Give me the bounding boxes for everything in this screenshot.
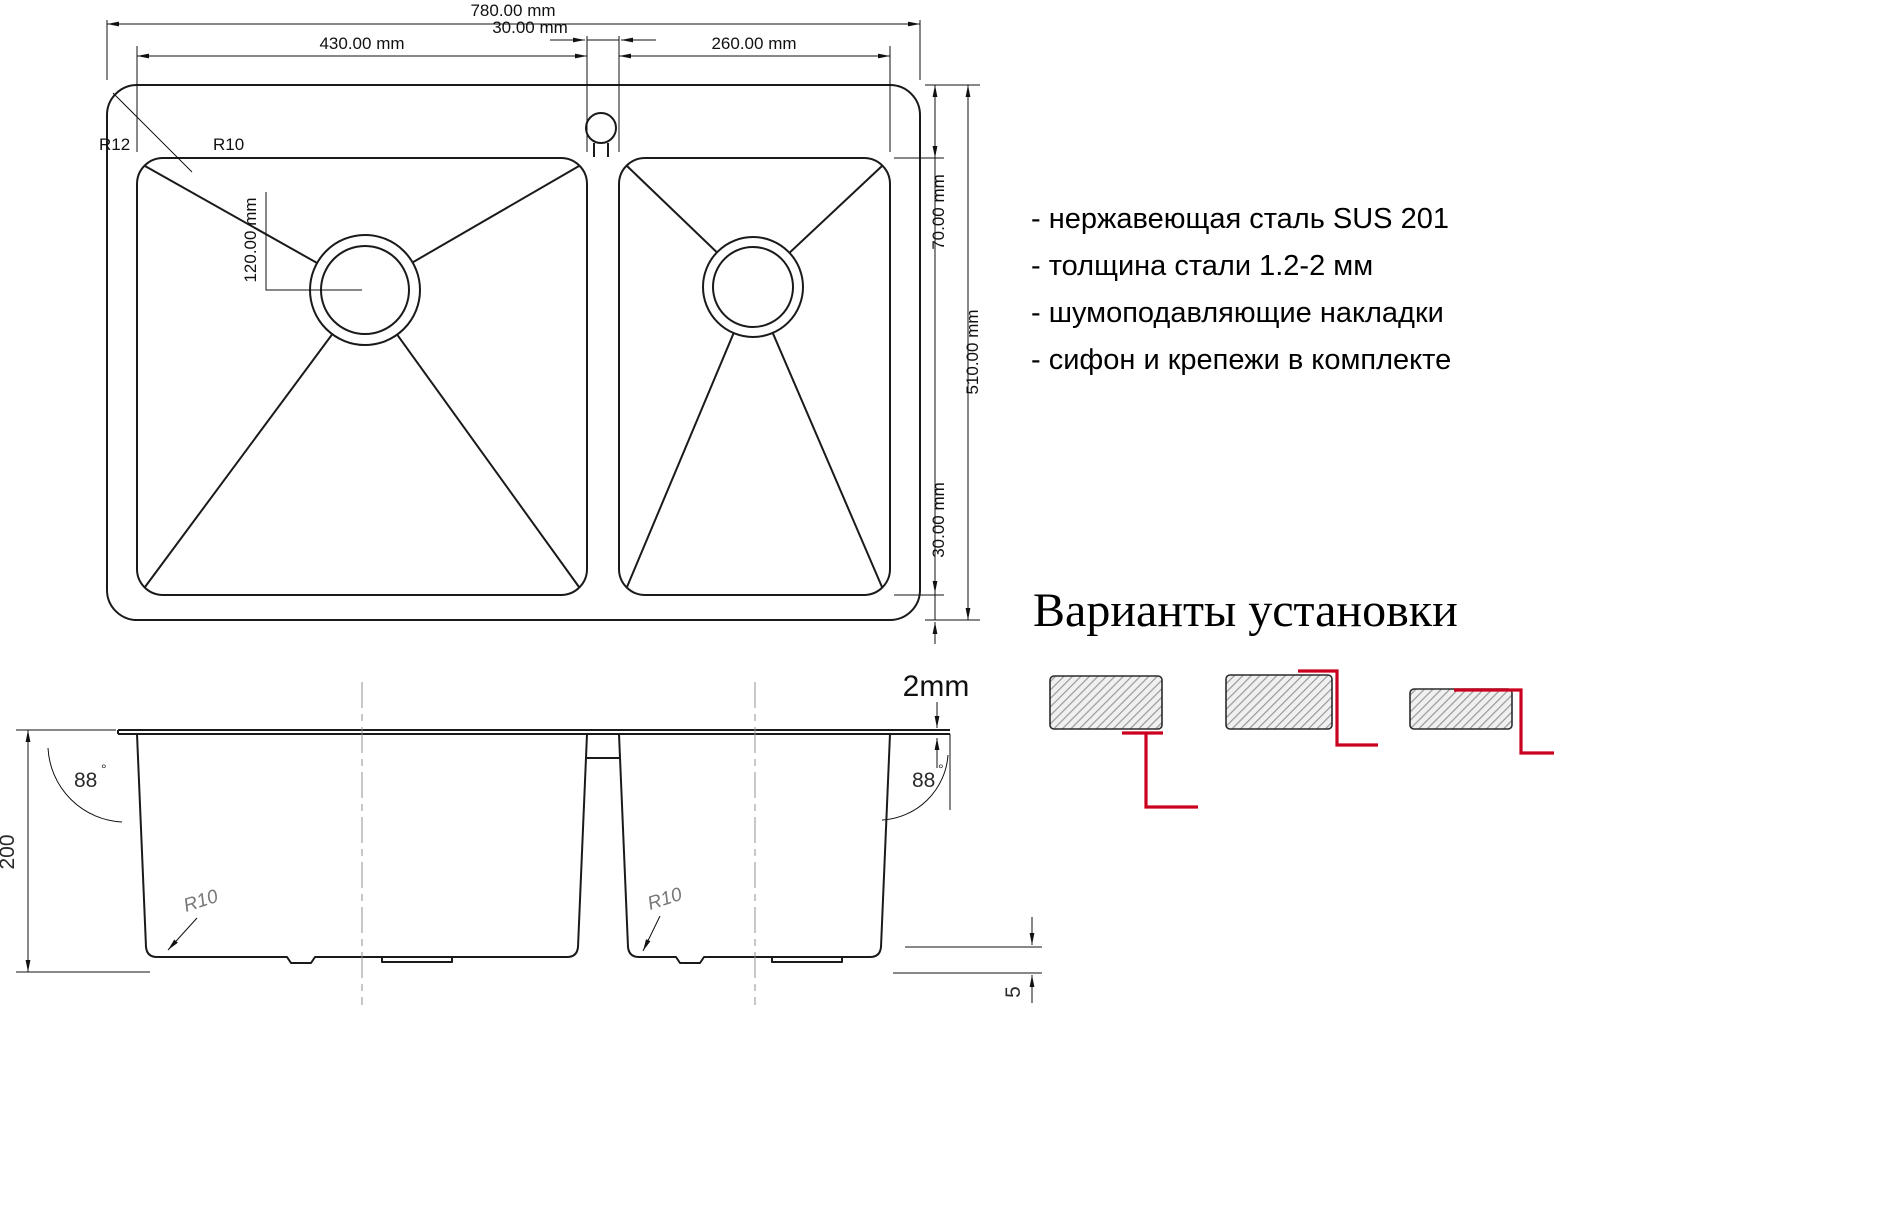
installation-heading: Варианты установки [1033, 584, 1458, 637]
sink-outline [106, 84, 921, 621]
dim-bottom-margin-label: 30.00 mm [929, 482, 948, 558]
dimension-right-bowl-width: 260.00 mm [619, 34, 891, 152]
dim-drain-label: 120.00 mm [241, 197, 260, 282]
install-option-flushmount [1225, 669, 1378, 747]
bottom-radius-left-label: R10 [181, 886, 221, 917]
dim-total-width-label: 780.00 mm [470, 1, 555, 20]
feature-item: - толщина стали 1.2-2 мм [1031, 250, 1374, 282]
countertop-section [1049, 675, 1163, 730]
countertop-section [1225, 674, 1333, 730]
faucet-hole [585, 112, 617, 157]
radius-callout-left: R10 [167, 886, 221, 951]
flushmount-red-profile [1298, 669, 1378, 747]
dim-total-depth-label: 510.00 mm [963, 309, 982, 394]
dim-gap-label: 30.00 mm [492, 18, 568, 37]
side-section-drawing: 2mm 200 88 ° 88 ° R10 R10 5 [0, 670, 1042, 1005]
countertop-section [1409, 688, 1513, 730]
dimension-drain: 120.00 mm [241, 192, 362, 291]
pad-height-label: 5 [1002, 986, 1025, 998]
angle-right-label: 88 [912, 769, 935, 792]
dimension-depth: 200 [0, 729, 150, 973]
dimension-pad-height: 5 [893, 917, 1042, 1003]
feature-item: - шумоподавляющие накладки [1031, 297, 1444, 329]
degree-symbol: ° [938, 761, 944, 777]
dimension-right-side: 70.00 mm 30.00 mm 510.00 mm [894, 84, 982, 644]
dimension-rim-thickness: 2mm [903, 670, 970, 768]
installation-diagrams [1049, 669, 1554, 809]
feature-item: - сифон и крепежи в комплекте [1031, 344, 1452, 376]
feature-item: - нержавеющая сталь SUS 201 [1031, 203, 1449, 235]
dimension-left-bowl-width: 430.00 mm [136, 34, 588, 152]
radius-bowl-label: R10 [213, 135, 244, 154]
depth-label: 200 [0, 834, 19, 869]
dim-right-bowl-label: 260.00 mm [711, 34, 796, 53]
dimension-total-width: 780.00 mm [106, 1, 921, 80]
angle-right: 88 ° [881, 734, 951, 821]
bottom-radius-right-label: R10 [645, 884, 685, 915]
radius-callouts: R12 R10 [99, 92, 244, 173]
radius-outer-label: R12 [99, 135, 130, 154]
right-bowl [618, 157, 891, 596]
rim-thickness-label: 2mm [903, 670, 970, 703]
dim-top-margin-label: 70.00 mm [929, 174, 948, 250]
left-bowl [136, 157, 588, 596]
bowl-sections [136, 682, 891, 1005]
radius-callout-right: R10 [642, 884, 685, 952]
install-option-overmount [1409, 688, 1554, 755]
undermount-red-profile [1122, 731, 1198, 809]
degree-symbol: ° [101, 761, 107, 777]
top-view-drawing: R12 R10 780.00 mm 430.00 mm 30.00 mm 260… [99, 1, 982, 644]
rim [117, 729, 950, 735]
angle-left: 88 ° [47, 747, 123, 823]
angle-left-label: 88 [74, 769, 97, 792]
dim-left-bowl-label: 430.00 mm [319, 34, 404, 53]
features-list: - нержавеющая сталь SUS 201 - толщина ст… [1031, 196, 1451, 384]
right-drain-inner [712, 246, 794, 328]
install-option-undermount [1049, 675, 1198, 809]
overmount-red-profile [1454, 688, 1554, 755]
